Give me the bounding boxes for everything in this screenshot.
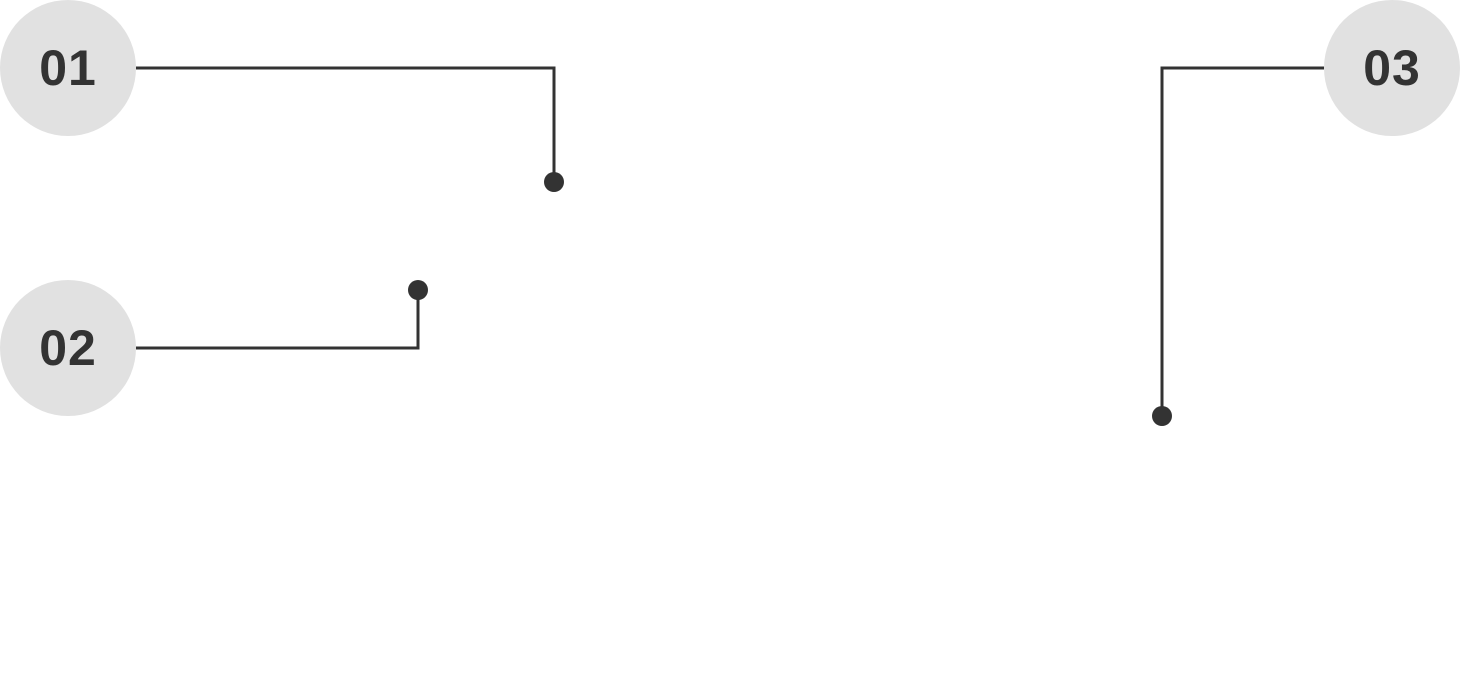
leader-path-02 — [136, 290, 420, 350]
callout-label-02: 02 — [39, 320, 97, 376]
leader-line-03 — [1152, 66, 1324, 426]
leader-path-03 — [1160, 66, 1324, 416]
leader-endpoint-01 — [544, 172, 564, 192]
leader-path-01 — [136, 66, 556, 182]
callout-label-01: 01 — [39, 40, 97, 96]
leader-endpoint-02 — [408, 280, 428, 300]
leader-endpoint-03 — [1152, 406, 1172, 426]
callout-marker-01: 01 — [0, 0, 136, 136]
callout-marker-02: 02 — [0, 280, 136, 416]
callout-label-03: 03 — [1363, 40, 1421, 96]
callout-marker-03: 03 — [1324, 0, 1460, 136]
leader-line-01 — [136, 66, 564, 192]
leader-line-02 — [136, 280, 428, 350]
